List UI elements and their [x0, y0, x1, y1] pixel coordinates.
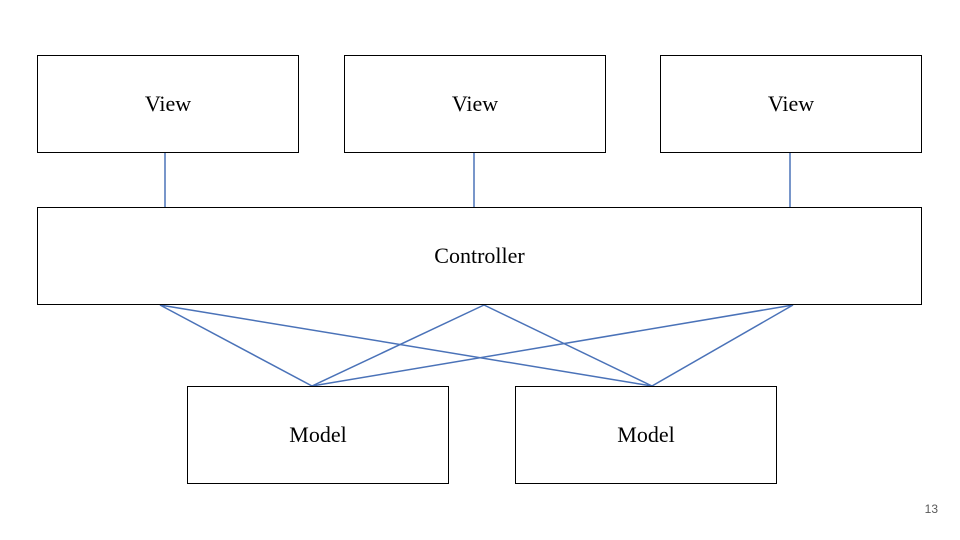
edge-controller-model-1-a — [159, 304, 313, 387]
view-label: View — [767, 91, 815, 116]
model-box: Model — [515, 386, 777, 484]
edge-controller-model-2-b — [483, 304, 653, 387]
controller-box: Controller — [37, 207, 922, 305]
slide-number: 13 — [924, 502, 938, 516]
view-label: View — [144, 91, 192, 116]
edge-controller-model-2-a — [159, 304, 653, 387]
view-label: View — [451, 91, 499, 116]
edge-controller-model-1-c — [311, 304, 794, 387]
controller-label: Controller — [434, 243, 525, 268]
model-label: Model — [289, 422, 347, 447]
model-label: Model — [617, 422, 675, 447]
view-box: View — [660, 55, 922, 153]
view-box: View — [37, 55, 299, 153]
edge-controller-model-1-b — [311, 304, 485, 387]
view-box: View — [344, 55, 606, 153]
model-box: Model — [187, 386, 449, 484]
edge-controller-model-2-c — [651, 304, 794, 387]
